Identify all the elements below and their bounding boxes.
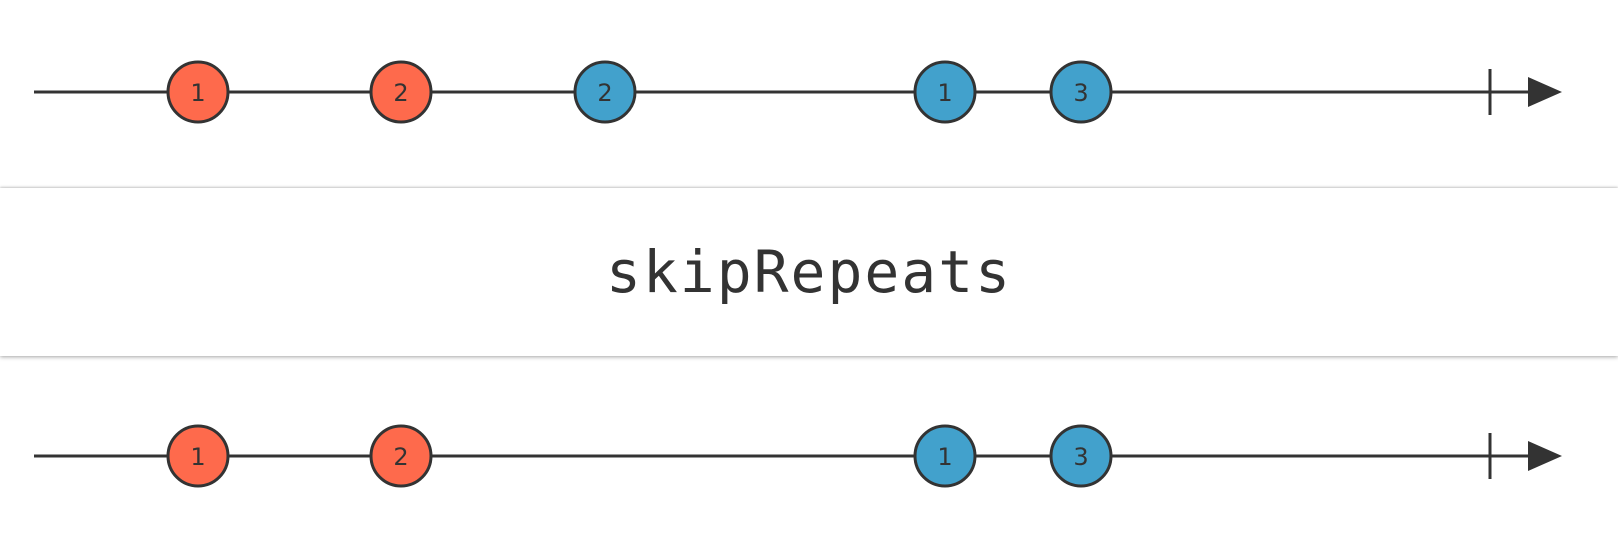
output-marble-label: 1: [190, 443, 205, 471]
input-marble-circle: [913, 60, 977, 124]
output-marble: 1: [913, 424, 977, 488]
output-marble-circle: [166, 424, 230, 488]
input-marble: 2: [369, 60, 433, 124]
input-marble-circle: [369, 60, 433, 124]
output-marble-circle: [1049, 424, 1113, 488]
output-timeline: 1 2 1 3: [0, 395, 1618, 515]
input-marble-label: 2: [597, 79, 612, 107]
input-marble-circle: [573, 60, 637, 124]
input-marble-label: 1: [190, 79, 205, 107]
input-marble: 2: [573, 60, 637, 124]
input-timeline: 1 2 2 1 3: [0, 31, 1618, 151]
input-marble-label: 3: [1073, 79, 1088, 107]
input-timeline-svg: 1 2 2 1 3: [34, 60, 1562, 124]
output-marble: 3: [1049, 424, 1113, 488]
input-marble: 1: [166, 60, 230, 124]
output-arrow-head: [1528, 441, 1562, 471]
input-arrow-head: [1528, 77, 1562, 107]
output-marble-circle: [913, 424, 977, 488]
output-timeline-svg: 1 2 1 3: [34, 424, 1562, 488]
operator-box: skipRepeats: [0, 188, 1618, 356]
output-marble-label: 2: [393, 443, 408, 471]
input-marble: 1: [913, 60, 977, 124]
operator-label: skipRepeats: [605, 238, 1013, 306]
output-marble-label: 1: [937, 443, 952, 471]
input-marble: 3: [1049, 60, 1113, 124]
output-marble-label: 3: [1073, 443, 1088, 471]
output-marble: 2: [369, 424, 433, 488]
output-marble-circle: [369, 424, 433, 488]
input-marble-circle: [166, 60, 230, 124]
input-marble-label: 2: [393, 79, 408, 107]
output-marble: 1: [166, 424, 230, 488]
input-marble-label: 1: [937, 79, 952, 107]
input-marble-circle: [1049, 60, 1113, 124]
